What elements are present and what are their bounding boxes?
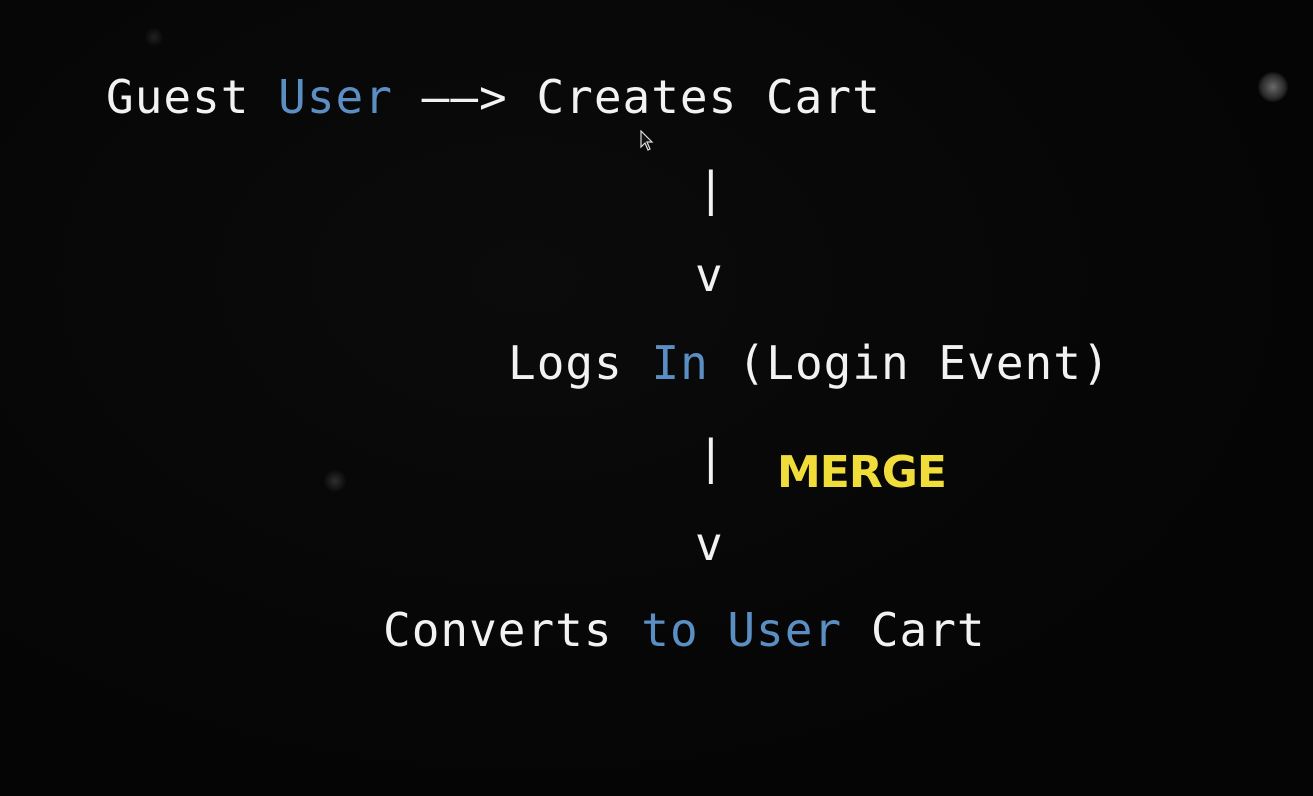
converts-text: Converts [383,603,642,657]
connector-arrowhead: v [695,248,724,302]
merge-label: MERGE [777,447,947,498]
user-keyword: User [278,70,393,124]
background-speck [324,470,346,492]
connector-arrowhead: v [695,517,724,571]
background-speck [145,28,163,46]
connector-bar: | [697,162,726,216]
creates-cart-text: Creates Cart [536,70,881,124]
arrow-right: ——> [392,70,537,124]
user-keyword: User [727,603,843,657]
guest-text: Guest [106,70,279,124]
to-keyword: to [641,603,699,657]
cart-text: Cart [842,603,986,657]
mouse-cursor-icon [640,130,654,151]
in-keyword: In [651,336,709,390]
flow-step-logs-in: Logs In (Login Event) [508,340,1111,386]
flow-step-guest-creates-cart: Guest User ——> Creates Cart [106,74,881,120]
connector-bar: | [697,430,726,484]
logs-text: Logs [508,336,652,390]
login-event-text: (Login Event) [708,336,1111,390]
flow-step-converts-to-user-cart: Converts to User Cart [383,607,986,653]
background-speck [1258,72,1288,102]
